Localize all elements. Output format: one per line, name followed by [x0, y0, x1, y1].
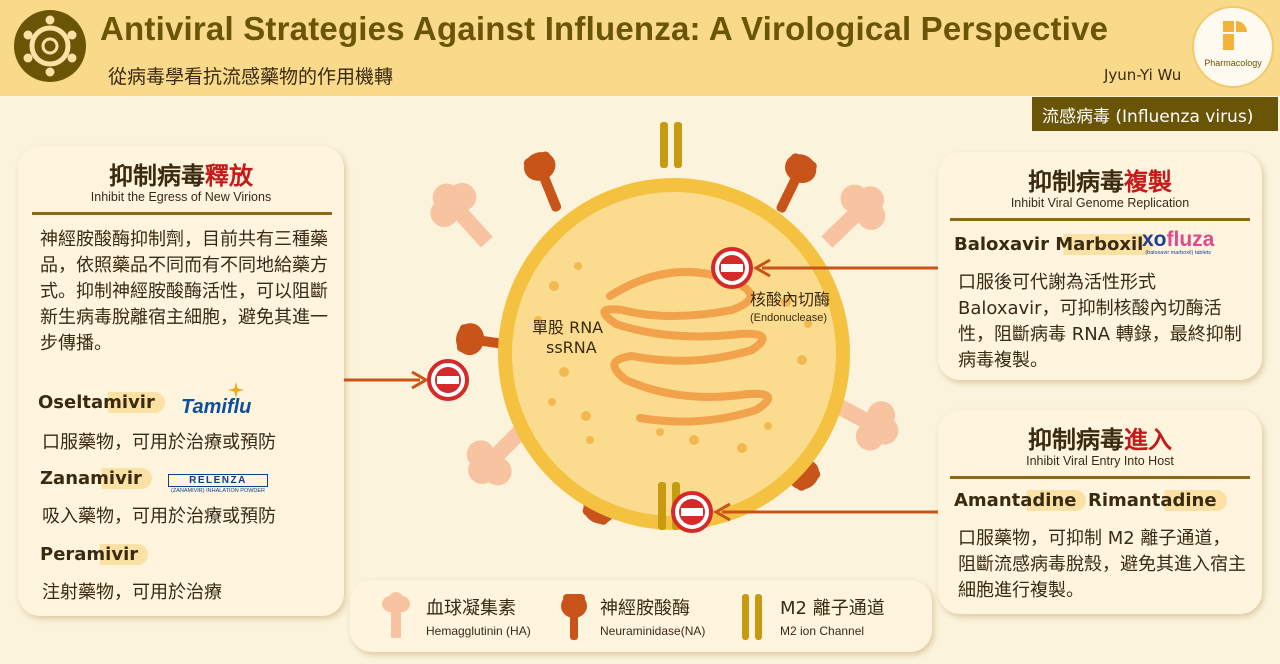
- oseltamivir-name-text: Oseltamivir: [38, 392, 155, 413]
- pharmacology-mark-icon: [1223, 21, 1247, 50]
- ssrna-label-en: ssRNA: [546, 338, 597, 357]
- relenza-brand-sub: (ZANAMIVIR) INHALATION POWDER: [170, 488, 265, 494]
- page-title: Antiviral Strategies Against Influenza: …: [100, 10, 1109, 47]
- virus-tag: 流感病毒 (Influenza virus): [1032, 97, 1278, 131]
- egress-panel: 抑制病毒釋放 Inhibit the Egress of New Virions…: [18, 146, 344, 616]
- amantadine-name: Amantadine: [954, 490, 1087, 511]
- ha-spike-top-right: [808, 171, 899, 261]
- entry-arrow: [712, 502, 938, 522]
- page-subtitle: 從病毒學看抗流感藥物的作用機轉: [108, 66, 394, 88]
- ssrna-label-zh: 單股 RNA: [532, 318, 604, 337]
- author-name: Jyun-Yi Wu: [1104, 66, 1182, 84]
- tamiflu-brand-logo: Tamiflu: [181, 396, 252, 418]
- egress-inhibitor-icon: [427, 359, 469, 401]
- endonuclease-label-zh: 核酸內切酶: [750, 290, 831, 309]
- baloxavir-name-text: Baloxavir Marboxil: [954, 234, 1144, 255]
- replication-title: 抑制病毒複製: [938, 162, 1262, 197]
- oseltamivir-name: Oseltamivir: [38, 392, 165, 413]
- xofluza-brand-part1: xo: [1142, 228, 1167, 251]
- entry-divider: [950, 476, 1250, 479]
- na-spike-top-right: [765, 149, 822, 219]
- egress-divider: [32, 212, 332, 215]
- legend-na-sub: Neuraminidase(NA): [600, 624, 706, 638]
- replication-arrow: [752, 258, 938, 278]
- baloxavir-name: Baloxavir Marboxil: [954, 234, 1154, 255]
- replication-description: 口服後可代謝為活性形式 Baloxavir，可抑制核酸內切酶活性，阻斷病毒 RN…: [958, 272, 1242, 371]
- peramivir-name: Peramivir: [40, 544, 149, 565]
- virus-diagram: [344, 122, 938, 533]
- egress-title: 抑制病毒釋放: [18, 156, 344, 191]
- replication-subtitle: Inhibit Viral Genome Replication: [1010, 196, 1190, 210]
- legend-na-name: 神經胺酸酶: [600, 598, 690, 619]
- replication-panel: 抑制病毒複製 Inhibit Viral Genome Replication …: [938, 152, 1262, 380]
- egress-title-highlight: 釋放: [205, 162, 253, 190]
- amantadine-name-text: Amantadine: [954, 490, 1077, 511]
- pharmacology-logo: Pharmacology: [1192, 6, 1274, 88]
- na-spike-top: [519, 147, 573, 217]
- peramivir-desc: 注射藥物，可用於治療: [42, 582, 222, 603]
- core-dots: [534, 262, 812, 453]
- neuraminidase-icon: [561, 594, 587, 640]
- xofluza-brand-text: xofluza: [1142, 228, 1215, 251]
- egress-subtitle: Inhibit the Egress of New Virions: [90, 190, 272, 204]
- tamiflu-star-icon: [228, 382, 244, 398]
- entry-title: 抑制病毒進入: [938, 420, 1262, 455]
- rimantadine-name: Rimantadine: [1088, 490, 1227, 511]
- xofluza-brand-part2: fluza: [1166, 228, 1215, 251]
- ha-spike-top-left: [417, 169, 507, 260]
- virus-core: [512, 192, 836, 516]
- xofluza-brand-sub: (baloxavir marboxil) tablets: [1145, 250, 1212, 256]
- virus-logo-icon: [14, 10, 86, 82]
- pharmacology-logo-text: Pharmacology: [1204, 58, 1262, 68]
- zanamivir-desc: 吸入藥物，可用於治療或預防: [42, 506, 276, 527]
- zanamivir-name-text: Zanamivir: [40, 468, 142, 489]
- replication-title-prefix: 抑制病毒: [1028, 168, 1124, 196]
- replication-divider: [950, 218, 1250, 221]
- hemagglutinin-icon: [382, 592, 410, 638]
- endonuclease-label-en: (Endonuclease): [750, 312, 828, 324]
- egress-title-prefix: 抑制病毒: [109, 162, 205, 190]
- header-bar: Antiviral Strategies Against Influenza: …: [0, 0, 1280, 96]
- entry-panel: 抑制病毒進入 Inhibit Viral Entry Into Host Ama…: [938, 410, 1262, 614]
- m2-channel-top: [660, 122, 682, 168]
- entry-title-highlight: 進入: [1124, 426, 1172, 454]
- entry-inhibitor-icon: [671, 491, 713, 533]
- entry-subtitle: Inhibit Viral Entry Into Host: [1026, 454, 1174, 468]
- legend-ha-name: 血球凝集素: [426, 598, 516, 619]
- legend-m2-name: M2 離子通道: [780, 598, 885, 619]
- relenza-brand-logo: RELENZA (ZANAMIVIR) INHALATION POWDER: [168, 474, 268, 494]
- peramivir-name-text: Peramivir: [40, 544, 139, 565]
- entry-description: 口服藥物，可抑制 M2 離子通道，阻斷流感病毒脫殼，避免其進入宿主細胞進行複製。: [958, 528, 1246, 601]
- rimantadine-name-text: Rimantadine: [1088, 490, 1217, 511]
- legend-m2-sub: M2 ion Channel: [780, 624, 865, 638]
- replication-inhibitor-icon: [711, 247, 753, 289]
- xofluza-brand-logo: xofluza (baloxavir marboxil) tablets: [1142, 228, 1215, 256]
- oseltamivir-desc: 口服藥物，可用於治療或預防: [42, 432, 276, 453]
- replication-title-highlight: 複製: [1124, 168, 1172, 196]
- egress-arrow: [344, 370, 430, 390]
- egress-description: 神經胺酸酶抑制劑，目前共有三種藥品，依照藥品不同而有不同地給藥方式。抑制神經胺酸…: [40, 229, 328, 354]
- relenza-brand-text: RELENZA: [168, 474, 268, 487]
- legend-panel: 血球凝集素 Hemagglutinin (HA) 神經胺酸酶 Neuramini…: [350, 580, 932, 652]
- entry-title-prefix: 抑制病毒: [1028, 426, 1124, 454]
- zanamivir-name: Zanamivir: [40, 468, 152, 489]
- legend-ha-sub: Hemagglutinin (HA): [426, 624, 531, 638]
- m2-channel-icon: [742, 594, 762, 640]
